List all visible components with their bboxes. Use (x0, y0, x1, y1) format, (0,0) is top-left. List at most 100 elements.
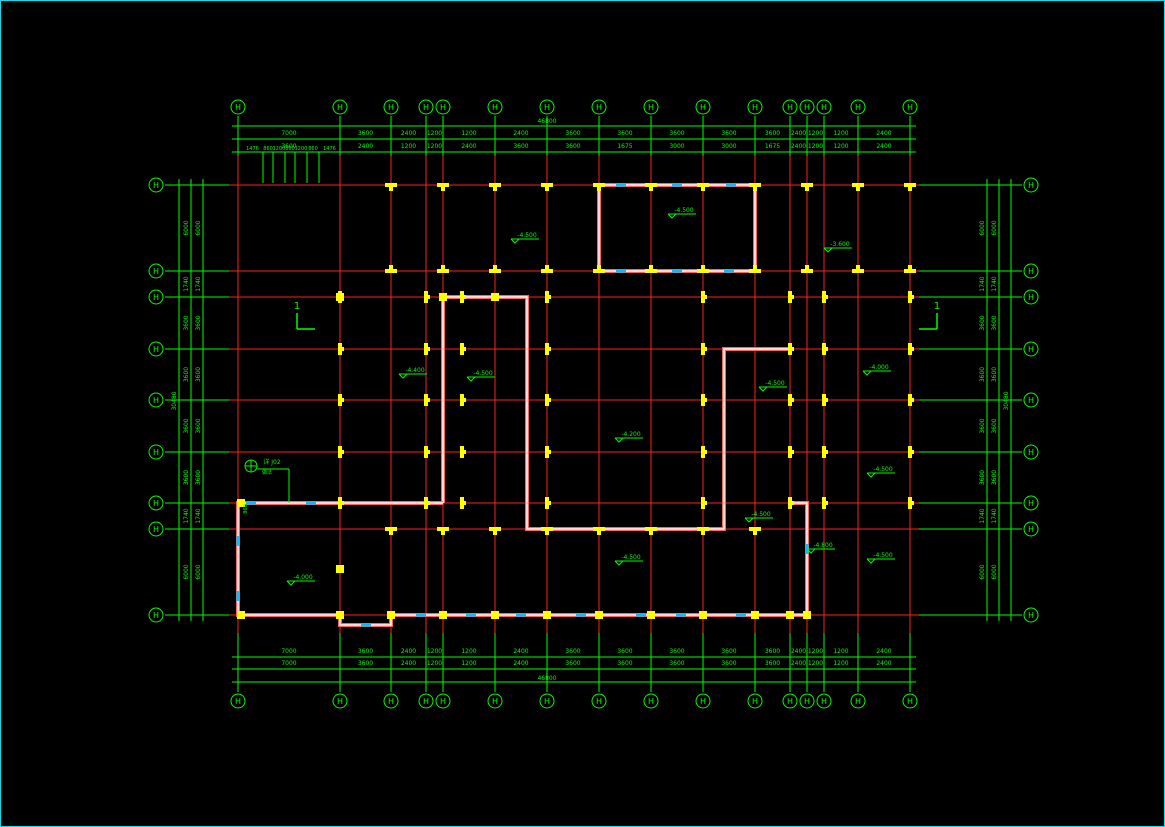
axis-bubble-bottom (816, 693, 832, 709)
dimension-text-bottom2: 3600 (721, 660, 736, 667)
column (237, 499, 245, 507)
column-web (545, 185, 549, 191)
axis-bubble-bottom (487, 693, 503, 709)
column-flange (424, 501, 430, 505)
dimension-text-bottom2: 3600 (669, 660, 684, 667)
column-flange (788, 347, 794, 351)
dimension-text-right2: 6000 (991, 220, 998, 235)
elevation-triangle (614, 437, 625, 443)
axis-bubble-left (148, 289, 164, 305)
window-opening (724, 269, 734, 273)
dimension-text-bottom1: 2400 (876, 648, 891, 655)
dimension-text-left1: 6000 (183, 564, 190, 579)
dimension-text-bottom2: 2400 (513, 660, 528, 667)
column-flange (701, 398, 707, 402)
dimension-text-bottom2: 1200 (833, 660, 848, 667)
dimension-text-left1: 3600 (183, 315, 190, 330)
axis-bubble-right (1023, 177, 1039, 193)
dimension-text-bottom2: 1200 (427, 660, 442, 667)
axis-bubble-top-label: H (492, 103, 498, 112)
dimension-text-left2: 3600 (195, 418, 202, 433)
column-web (649, 185, 653, 191)
column-flange (424, 295, 430, 299)
column-web (753, 185, 757, 191)
axis-bubble-left (148, 392, 164, 408)
column-flange (788, 295, 794, 299)
column-web (389, 529, 393, 535)
dimension-text-right1: 3600 (979, 315, 986, 330)
dimension-text-right2: 3600 (991, 315, 998, 330)
column-flange (908, 398, 914, 402)
column-web (441, 265, 445, 271)
wall-north-courtyard-inner (598, 184, 756, 272)
column-flange (908, 295, 914, 299)
window-opening (726, 183, 736, 187)
axis-bubble-left-label: H (153, 499, 159, 508)
window-opening (616, 183, 626, 187)
column-flange (701, 450, 707, 454)
column-web (753, 529, 757, 535)
dimension-text-bottom1: 1200 (427, 648, 442, 655)
dimension-lines (165, 116, 1022, 692)
axis-bubble-right-label: H (1028, 448, 1034, 457)
axis-bubble-right-label: H (1028, 611, 1034, 620)
dimension-text-top1: 3600 (721, 130, 736, 137)
dimension-text-bottom1: 3600 (669, 648, 684, 655)
axis-bubble-top (591, 99, 607, 115)
column-web (805, 265, 809, 271)
dimension-text-bottom2: 3600 (617, 660, 632, 667)
axis-bubble-top (747, 99, 763, 115)
dimension-text-top2-sub: 1200 (295, 146, 308, 152)
axis-bubble-left (148, 177, 164, 193)
axis-bubble-bottom (695, 693, 711, 709)
axis-bubble-bottom-label: H (648, 697, 654, 706)
column (439, 611, 447, 619)
dimension-text-left1: 1740 (183, 508, 190, 523)
column-web (441, 185, 445, 191)
dimension-text-top1: 3600 (617, 130, 632, 137)
elevation-text: -4.500 (674, 207, 694, 214)
window-opening (576, 613, 586, 617)
axis-bubble-right-label: H (1028, 345, 1034, 354)
elevation-triangle (667, 213, 678, 219)
axis-bubble-top (799, 99, 815, 115)
axis-bubble-bottom (850, 693, 866, 709)
elevation-text: -4.000 (293, 574, 313, 581)
dimension-text-top1: 3600 (358, 130, 373, 137)
elevation-text: -4.500 (517, 232, 537, 239)
axis-bubble-right (1023, 521, 1039, 537)
column-flange (460, 450, 466, 454)
axis-bubble-right (1023, 392, 1039, 408)
axis-bubble-left-label: H (153, 345, 159, 354)
axis-bubble-top (230, 99, 246, 115)
axis-bubble-bottom-label: H (492, 697, 498, 706)
window-opening (676, 613, 686, 617)
axis-bubble-left-label: H (153, 181, 159, 190)
axis-bubble-bottom-label: H (804, 697, 810, 706)
window-opening (246, 501, 256, 505)
dimension-text-bottom2: 1200 (461, 660, 476, 667)
axis-bubble-top (487, 99, 503, 115)
axis-bubble-bottom (591, 693, 607, 709)
dimension-text-top2: 3000 (721, 143, 736, 150)
small-dimension-label: 860 (243, 504, 249, 514)
window-opening (736, 613, 746, 617)
elevation-triangle (866, 558, 877, 564)
axis-bubble-left (148, 607, 164, 623)
dimension-text-top2: 1200 (833, 143, 848, 150)
elevation-triangle (466, 376, 477, 382)
dimension-text-bottom1: 3600 (565, 648, 580, 655)
dimension-text-bottom2: 3600 (565, 660, 580, 667)
column-web (597, 265, 601, 271)
column-flange (701, 501, 707, 505)
dimension-text-top2-sub: 1476 (246, 146, 259, 152)
axis-bubble-right (1023, 495, 1039, 511)
dimension-text-top2: 3000 (669, 143, 684, 150)
dimension-text-left2: 3600 (195, 470, 202, 485)
window-opening (672, 269, 682, 273)
elevation-text: -4.500 (873, 552, 893, 559)
walls (236, 183, 809, 627)
axis-bubble-right (1023, 263, 1039, 279)
